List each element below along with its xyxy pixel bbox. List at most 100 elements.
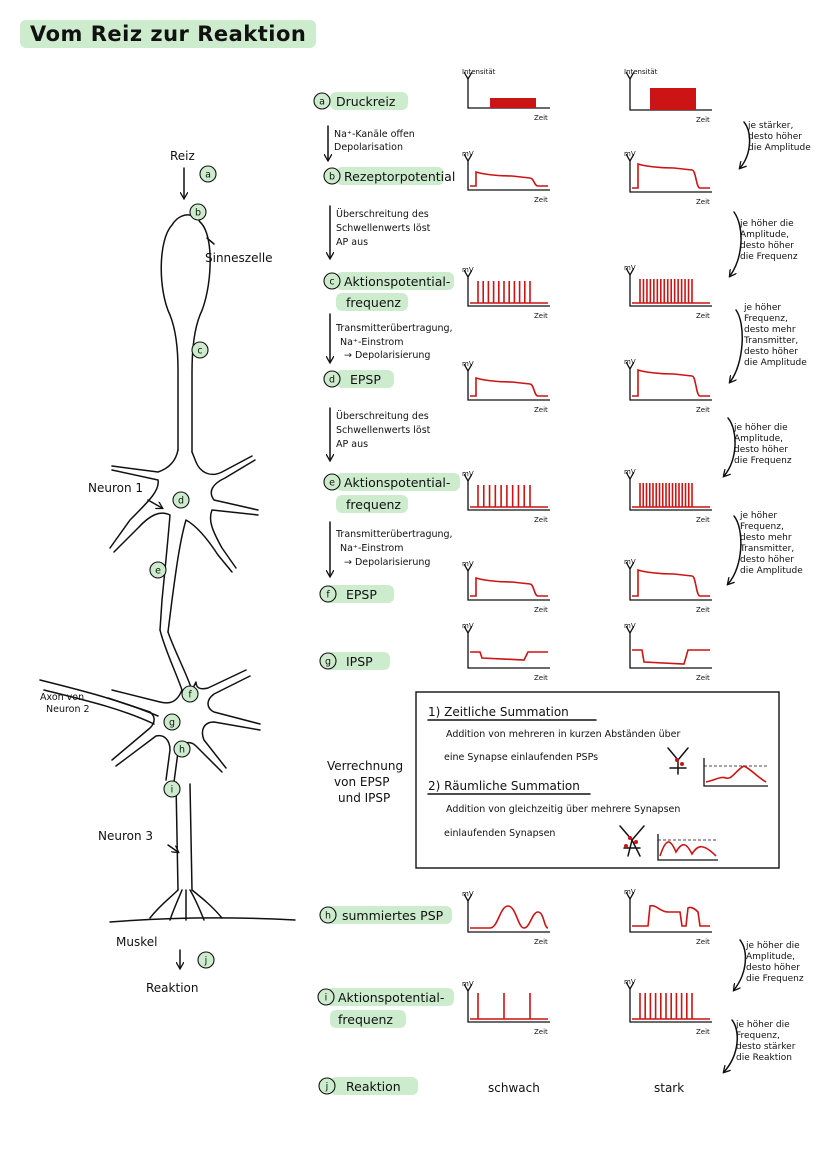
plot-f-strong-axes bbox=[630, 568, 712, 601]
note-n5-line-3: desto mehr bbox=[740, 533, 792, 543]
note-n3-line-1: je höher bbox=[743, 303, 781, 313]
plot-d-strong-xlabel: Zeit bbox=[696, 406, 710, 414]
raeumlich-line-2: einlaufenden Synapsen bbox=[444, 828, 555, 839]
axon-link bbox=[159, 629, 193, 691]
plot-c-strong-xlabel: Zeit bbox=[696, 312, 710, 320]
spatial-summation-sketch bbox=[619, 825, 718, 861]
plot-d-strong-ylabel: mV bbox=[624, 358, 636, 366]
neuron3-pointer bbox=[167, 844, 178, 852]
step-h-marker: h bbox=[325, 911, 331, 922]
plot-d-strong-trace bbox=[632, 368, 710, 397]
plot-e-weak-axes bbox=[468, 480, 550, 511]
note-n2-line-4: die Frequenz bbox=[740, 252, 798, 262]
transition-3-line-1: Transmitterübertragung, bbox=[335, 323, 453, 334]
marker-d: d bbox=[172, 491, 190, 509]
plot-e-strong-ylabel: mV bbox=[624, 468, 636, 476]
plot-f-weak-xlabel: Zeit bbox=[534, 606, 548, 614]
note-n7-line-3: desto stärker bbox=[736, 1042, 796, 1052]
step-c-label-2: frequenz bbox=[346, 295, 401, 310]
step-b-label: Rezeptorpotential bbox=[344, 169, 455, 184]
marker-j: j bbox=[197, 951, 215, 969]
svg-text:f: f bbox=[188, 690, 192, 701]
step-d-marker: d bbox=[329, 375, 335, 386]
transition-5-line-1: Transmitterübertragung, bbox=[335, 529, 453, 540]
plot-h-weak-ylabel: mV bbox=[462, 890, 474, 898]
step-e-label-2: frequenz bbox=[346, 497, 401, 512]
zeitlich-line-2: eine Synapse einlaufenden PSPs bbox=[444, 752, 598, 763]
sinneszelle-body bbox=[160, 214, 211, 453]
plot-d-weak-xlabel: Zeit bbox=[534, 406, 548, 414]
svg-text:a: a bbox=[205, 170, 211, 181]
reaction-weak: schwach bbox=[488, 1081, 540, 1095]
step-d-label: EPSP bbox=[350, 372, 381, 387]
plot-d-strong-axes bbox=[630, 368, 712, 401]
plot-h-strong-axes bbox=[630, 898, 712, 933]
plot-a-weak-ylabel: Intensität bbox=[462, 68, 496, 76]
page-title: Vom Reiz zur Reaktion bbox=[20, 20, 317, 48]
plot-i-strong-xlabel: Zeit bbox=[696, 1028, 710, 1036]
plot-f-strong-trace bbox=[632, 568, 710, 597]
note-n5-line-6: die Amplitude bbox=[740, 566, 803, 576]
note-n4-line-1: je höher die bbox=[733, 423, 788, 433]
neuron1-body bbox=[109, 449, 259, 633]
sinneszelle-label: Sinneszelle bbox=[205, 251, 273, 265]
note-n7-line-1: je höher die bbox=[735, 1020, 790, 1030]
plot-d-weak-trace bbox=[470, 376, 548, 397]
note-n1-line-2: desto höher bbox=[748, 132, 802, 142]
plot-g-strong-ylabel: mV bbox=[624, 622, 636, 630]
axon-neuron2 bbox=[39, 679, 159, 725]
plot-c-weak-xlabel: Zeit bbox=[534, 312, 548, 320]
transition-2-line-1: Überschreitung des bbox=[336, 209, 429, 220]
step-labels: a Druckreiz b Rezeptorpotential c Aktion… bbox=[313, 92, 460, 1095]
marker-h: h bbox=[173, 740, 191, 758]
plot-i-weak-ylabel: mV bbox=[462, 980, 474, 988]
plot-f-strong-ylabel: mV bbox=[624, 558, 636, 566]
plot-g-weak-trace bbox=[470, 651, 548, 661]
plot-c-strong-ylabel: mV bbox=[624, 264, 636, 272]
plot-e-strong-axes bbox=[630, 478, 712, 511]
transition-5-line-3: → Depolarisierung bbox=[344, 557, 430, 568]
reiz-label: Reiz bbox=[170, 149, 195, 163]
neuron1-label: Neuron 1 bbox=[88, 481, 143, 495]
neuron1-pointer bbox=[147, 499, 162, 508]
transition-4-line-3: AP aus bbox=[336, 439, 368, 450]
marker-b: b bbox=[189, 203, 207, 221]
note-n6-line-3: desto höher bbox=[746, 963, 800, 973]
note-n7-line-2: Frequenz, bbox=[736, 1031, 780, 1041]
svg-text:b: b bbox=[195, 208, 201, 219]
note-n2-line-1: je höher die bbox=[739, 219, 794, 229]
svg-text:j: j bbox=[204, 956, 208, 967]
summation-box: 1) Zeitliche Summation Addition von mehr… bbox=[415, 691, 780, 869]
transition-3-line-3: → Depolarisierung bbox=[344, 350, 430, 361]
plot-a-strong-bar bbox=[650, 88, 696, 110]
plot-i-weak-axes bbox=[468, 990, 550, 1023]
marker-f: f bbox=[181, 685, 199, 703]
note-n5-line-2: Frequenz, bbox=[740, 522, 784, 532]
step-j-label: Reaktion bbox=[346, 1079, 401, 1094]
note-n1-line-3: die Amplitude bbox=[748, 143, 811, 153]
transition-4-line-2: Schwellenwerts löst bbox=[336, 425, 431, 436]
step-e-label-1: Aktionspotential- bbox=[344, 475, 450, 490]
svg-text:g: g bbox=[169, 718, 175, 729]
step-g-marker: g bbox=[325, 657, 331, 668]
plot-a-strong-ylabel: Intensität bbox=[624, 68, 658, 76]
verrechnung-label: Verrechnung von EPSP und IPSP bbox=[327, 759, 403, 805]
sinneszelle-pointer bbox=[206, 237, 215, 245]
transition-1-line-1: Na⁺-Kanäle offen bbox=[334, 129, 415, 140]
plot-c-weak-ylabel: mV bbox=[462, 266, 474, 274]
note-n6-line-1: je höher die bbox=[745, 941, 800, 951]
plot-e-weak-ylabel: mV bbox=[462, 470, 474, 478]
transitions: Na⁺-Kanäle offen Depolarisation Überschr… bbox=[328, 125, 453, 576]
transition-3-line-2: Na⁺-Einstrom bbox=[340, 337, 403, 348]
verrechnung-line-3: und IPSP bbox=[338, 791, 390, 805]
marker-a: a bbox=[199, 165, 217, 183]
neuron3-label: Neuron 3 bbox=[98, 829, 153, 843]
step-e-marker: e bbox=[329, 478, 335, 489]
step-i-label-2: frequenz bbox=[338, 1012, 393, 1027]
plot-h-weak-axes bbox=[468, 900, 550, 933]
step-c-marker: c bbox=[329, 277, 334, 288]
plot-h-strong-xlabel: Zeit bbox=[696, 938, 710, 946]
